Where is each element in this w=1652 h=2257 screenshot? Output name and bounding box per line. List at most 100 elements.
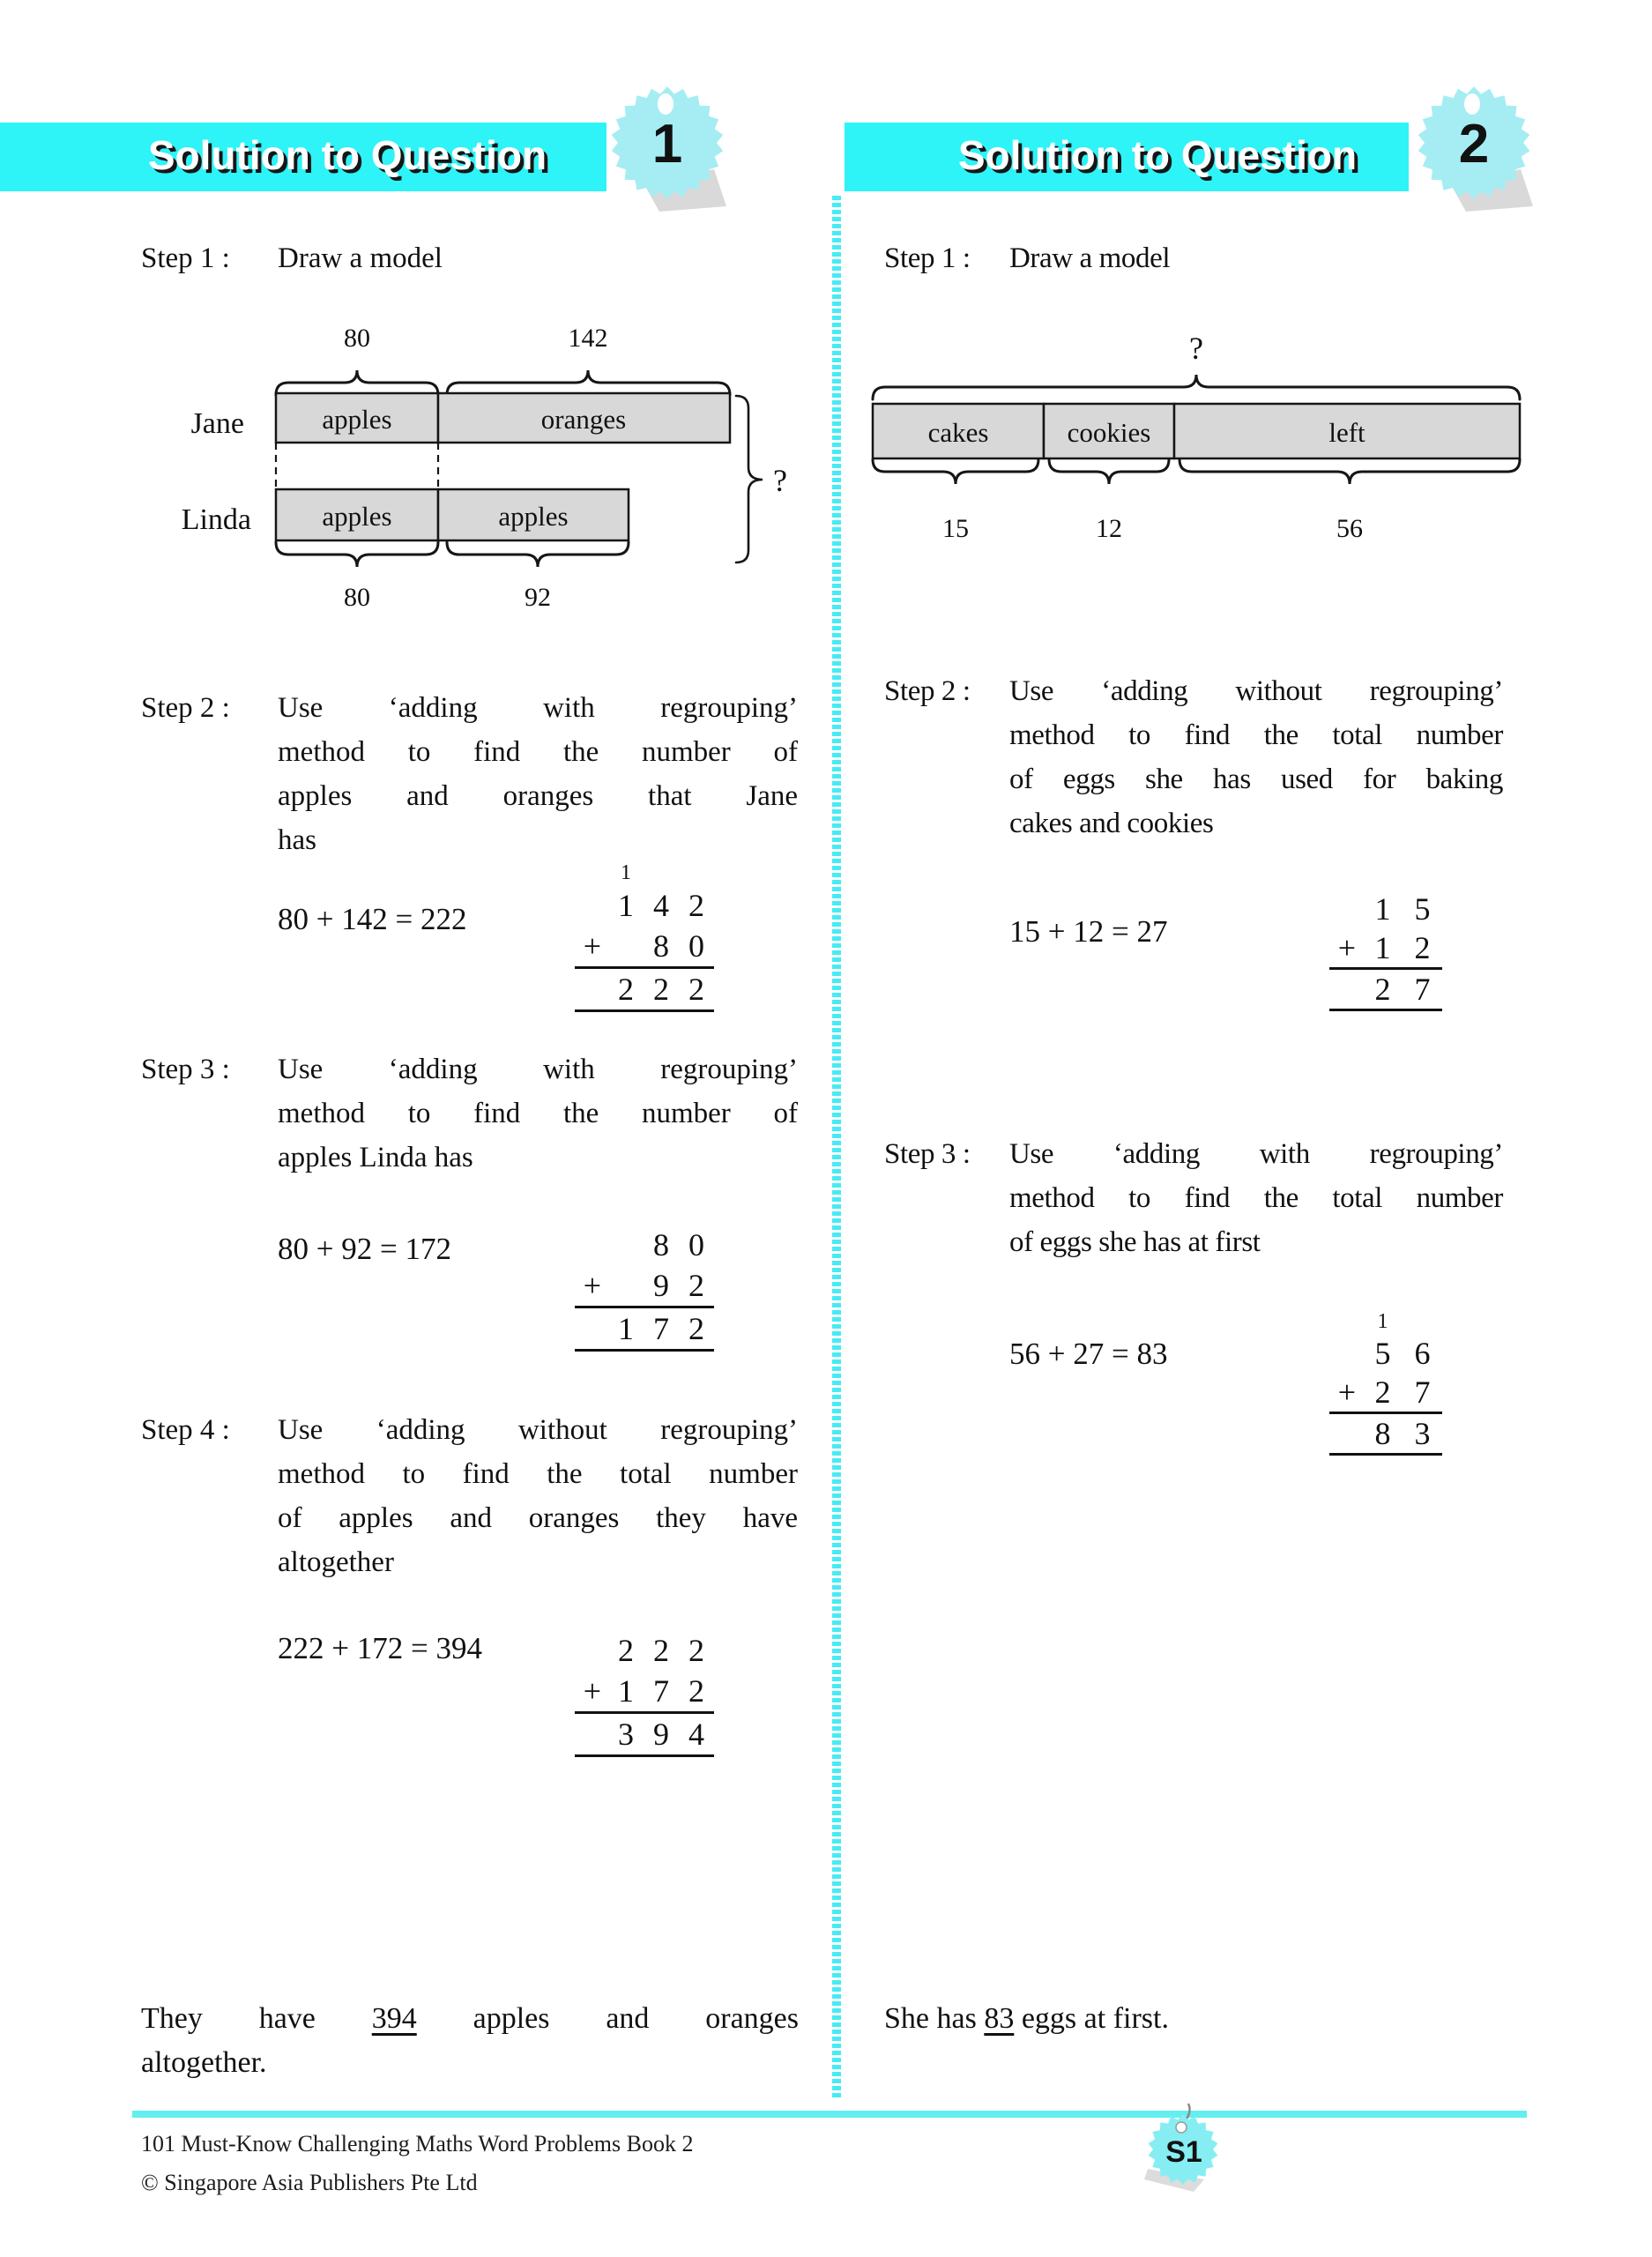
- banner-title-q2: Solution to Question: [957, 132, 1358, 178]
- addition-digit: 2: [688, 1633, 704, 1668]
- column-divider: [832, 196, 841, 2100]
- badge-hole: [1464, 93, 1480, 115]
- addition-digit: 0: [688, 928, 704, 964]
- plus-sign: +: [1337, 1374, 1356, 1410]
- step-line: of eggs she has at first: [1009, 1226, 1261, 1258]
- addition-digit: 7: [653, 1673, 669, 1709]
- step-line: has: [278, 824, 316, 856]
- addition-rule: [1329, 1412, 1442, 1414]
- sum-digit: 9: [653, 1717, 669, 1752]
- model-value: 12: [1096, 514, 1122, 543]
- addition-rule: [575, 1306, 714, 1308]
- model-value-bottom-right: 92: [525, 583, 551, 612]
- underbrace-12: [1047, 458, 1171, 485]
- addition-rule: [1329, 1009, 1442, 1011]
- step-text: Draw a model: [1009, 242, 1171, 274]
- sum-digit: 7: [653, 1311, 669, 1346]
- model-value: 15: [942, 514, 969, 543]
- bar-segment-label: left: [1328, 417, 1366, 448]
- plus-sign: +: [583, 1673, 601, 1709]
- step-label: Step 3 :: [884, 1138, 971, 1170]
- addition-digit: 2: [653, 1633, 669, 1668]
- addition-digit: 2: [688, 888, 704, 923]
- step-text: Draw a model: [278, 242, 443, 274]
- starburst-icon: [1148, 2114, 1218, 2185]
- sum-digit: 2: [618, 972, 634, 1007]
- step-label: Step 2 :: [884, 675, 971, 707]
- step-line: of apples and oranges they have: [278, 1502, 798, 1534]
- sum-digit: 8: [1374, 1416, 1391, 1451]
- starburst-icon: [1418, 86, 1530, 199]
- plus-sign: +: [1337, 930, 1356, 965]
- addition-digit: 2: [1374, 1374, 1391, 1410]
- step-line: Use ‘adding without regrouping’: [1009, 675, 1503, 707]
- step-line: apples and oranges that Jane: [278, 780, 798, 812]
- addition-digit: 5: [1374, 1336, 1391, 1371]
- sum-digit: 2: [653, 972, 669, 1007]
- footer-book-title: 101 Must-Know Challenging Maths Word Pro…: [141, 2131, 694, 2156]
- solution-banner-q1: Solution to Question: [0, 123, 606, 191]
- addition-digit: 2: [688, 1673, 704, 1709]
- underbrace-80: [274, 540, 440, 568]
- addition-digit: 8: [653, 1227, 669, 1263]
- overbrace-total: [871, 374, 1522, 401]
- question-mark: ?: [1189, 331, 1203, 366]
- addition-digit: 2: [1414, 930, 1431, 965]
- carry-digit: 1: [621, 861, 631, 884]
- step-line: method to find the total number: [1009, 719, 1503, 751]
- q1-step2: Step 2 : Use ‘adding with regrouping’ me…: [141, 686, 798, 862]
- model-row-label-linda: Linda: [182, 503, 251, 536]
- model-value-bottom-left: 80: [344, 583, 370, 612]
- sum-digit: 2: [688, 1311, 704, 1346]
- bar-segment-label: cookies: [1068, 417, 1151, 448]
- model-row-label-jane: Jane: [191, 407, 244, 440]
- step-label: Step 1 :: [141, 242, 230, 274]
- q2-step1: Step 1 : Draw a model: [884, 236, 1503, 280]
- bar-segment-left: [1172, 402, 1522, 460]
- addition-digit: 1: [1374, 891, 1391, 927]
- conclusion-text: They have: [141, 2002, 372, 2035]
- addition-digit: 1: [618, 1673, 634, 1709]
- q1-conclusion: They have 394 apples and oranges altoget…: [141, 1997, 799, 2085]
- step-line: altogether: [278, 1546, 394, 1578]
- badge-number: 2: [1459, 114, 1489, 175]
- addition-digit: 7: [1414, 1374, 1431, 1410]
- overbrace-142: [445, 369, 732, 397]
- addition-digit: 0: [688, 1227, 704, 1263]
- addition-rule: [575, 1754, 714, 1757]
- question-number-badge-2: 2: [1418, 86, 1533, 212]
- q1-equation-3: 80 + 92 = 172: [278, 1232, 451, 1266]
- sum-digit: 2: [688, 972, 704, 1007]
- answer-value: 83: [984, 2002, 1015, 2035]
- step-line: method to find the total number: [1009, 1182, 1503, 1214]
- plus-sign: +: [583, 928, 601, 964]
- conclusion-text: eggs at first.: [1014, 2002, 1169, 2035]
- step-line: Use ‘adding with regrouping’: [278, 692, 798, 724]
- badge-number: 1: [652, 114, 682, 175]
- bar-segment-label: apples: [322, 501, 391, 532]
- right-brace-total: [734, 394, 763, 564]
- question-number-badge-1: 1: [611, 86, 726, 212]
- step-line: Use ‘adding without regrouping’: [278, 1414, 798, 1446]
- addition-rule: [1329, 1453, 1442, 1456]
- plus-sign: +: [583, 1268, 601, 1303]
- addition-digit: 2: [618, 1633, 634, 1668]
- addition-digit: 1: [618, 888, 634, 923]
- step-line: cakes and cookies: [1009, 808, 1214, 839]
- addition-rule: [575, 1349, 714, 1352]
- bar-segment-linda-apples2: [436, 488, 630, 542]
- q1-step1: Step 1 : Draw a model: [141, 236, 798, 280]
- addition-digit: 1: [1374, 930, 1391, 965]
- addition-digit: 4: [653, 888, 669, 923]
- addition-rule: [575, 1711, 714, 1714]
- addition-digit: 8: [653, 928, 669, 964]
- page-number-badge: S1: [1144, 2103, 1218, 2192]
- answer-value: 394: [371, 2002, 417, 2035]
- sum-digit: 2: [1374, 972, 1391, 1007]
- q1-equation-2: 80 + 142 = 222: [278, 902, 467, 936]
